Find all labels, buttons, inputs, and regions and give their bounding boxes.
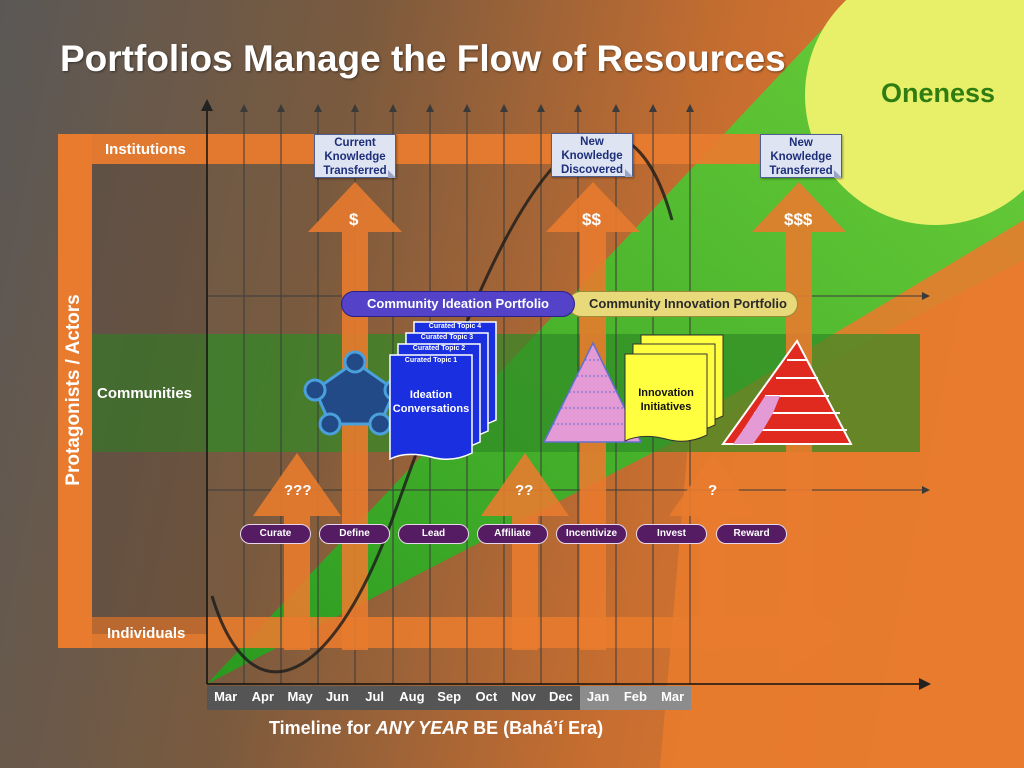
pink-pyramid: [542, 341, 643, 443]
action-define: Define: [319, 524, 390, 544]
month-label: Jul: [356, 686, 394, 710]
action-curate: Curate: [240, 524, 311, 544]
note-knowledge-discovered: New Knowledge Discovered: [551, 133, 633, 177]
note-line: Knowledge: [770, 151, 832, 163]
red-pyramid: [721, 339, 853, 445]
action-reward: Reward: [716, 524, 787, 544]
ideation-document-stack: [389, 321, 497, 461]
question-one: ?: [708, 482, 718, 499]
action-incentivize: Incentivize: [556, 524, 627, 544]
oneness-circle: [805, 0, 1024, 225]
month-label: May: [281, 686, 319, 710]
note-line: Transferred: [769, 165, 833, 177]
communities-label: Communities: [97, 385, 193, 402]
note-line: Knowledge: [324, 151, 386, 163]
note-line: New: [789, 137, 813, 149]
protagonists-axis-label: Protagonists / Actors: [63, 294, 84, 486]
topic-label: Curated Topic 1: [404, 357, 458, 364]
innovation-label-line: Initiatives: [640, 401, 692, 413]
month-label: Jun: [318, 686, 356, 710]
individuals-label: Individuals: [107, 625, 186, 642]
month-label: Mar: [207, 686, 245, 710]
note-knowledge-transferred: New Knowledge Transferred: [760, 134, 842, 178]
action-lead: Lead: [398, 524, 469, 544]
note-line: Transferred: [323, 165, 387, 177]
page-fold-icon: [388, 170, 396, 178]
month-axis: Mar Apr May Jun Jul Aug Sep Oct Nov Dec …: [207, 686, 692, 710]
question-two: ??: [515, 482, 534, 499]
band-shade: [92, 164, 207, 634]
month-label: Oct: [467, 686, 505, 710]
money-two: $$: [582, 210, 601, 229]
institutions-label: Institutions: [105, 141, 186, 158]
question-three: ???: [284, 482, 312, 499]
month-label: Aug: [393, 686, 431, 710]
month-label: Nov: [505, 686, 543, 710]
action-affiliate: Affiliate: [477, 524, 548, 544]
month-label: Feb: [616, 686, 654, 710]
ideation-label: Ideation Conversations: [390, 388, 472, 416]
note-line: Discovered: [560, 164, 623, 176]
slide-title: Portfolios Manage the Flow of Resources: [60, 38, 786, 79]
money-three: $$$: [784, 210, 813, 229]
innovation-label: Innovation Initiatives: [625, 386, 707, 414]
timeline-label: Timeline for ANY YEAR BE (Bahá’í Era): [269, 718, 603, 739]
note-line: New: [580, 136, 604, 148]
ideation-label-line: Ideation: [409, 389, 453, 401]
note-current-knowledge: Current Knowledge Transferred: [314, 134, 396, 178]
month-label: Jan: [579, 686, 617, 710]
timeline-suffix: BE (Bahá’í Era): [468, 718, 604, 738]
topic-label: Curated Topic 2: [412, 345, 466, 352]
question-arrows: [253, 453, 757, 650]
money-one: $: [349, 210, 359, 229]
topic-label: Curated Topic 3: [420, 334, 474, 341]
note-line: Current: [334, 137, 376, 149]
innovation-label-line: Innovation: [638, 387, 694, 399]
month-label: Mar: [654, 686, 692, 710]
timeline-emphasis: ANY YEAR: [375, 718, 469, 738]
page-fold-icon: [834, 170, 842, 178]
page-fold-icon: [625, 169, 633, 177]
innovation-document-stack: [624, 334, 724, 442]
topic-label: Curated Topic 4: [428, 323, 482, 330]
month-label: Dec: [542, 686, 580, 710]
month-label: Sep: [430, 686, 468, 710]
month-label: Apr: [244, 686, 282, 710]
innovation-portfolio-pill: Community Innovation Portfolio: [568, 291, 798, 317]
ideation-portfolio-pill: Community Ideation Portfolio: [341, 291, 575, 317]
oneness-label: Oneness: [881, 78, 996, 108]
actors-bar: [58, 134, 92, 648]
ideation-label-line: Conversations: [392, 403, 470, 415]
timeline-prefix: Timeline for: [269, 718, 376, 738]
note-line: Knowledge: [561, 150, 623, 162]
action-invest: Invest: [636, 524, 707, 544]
